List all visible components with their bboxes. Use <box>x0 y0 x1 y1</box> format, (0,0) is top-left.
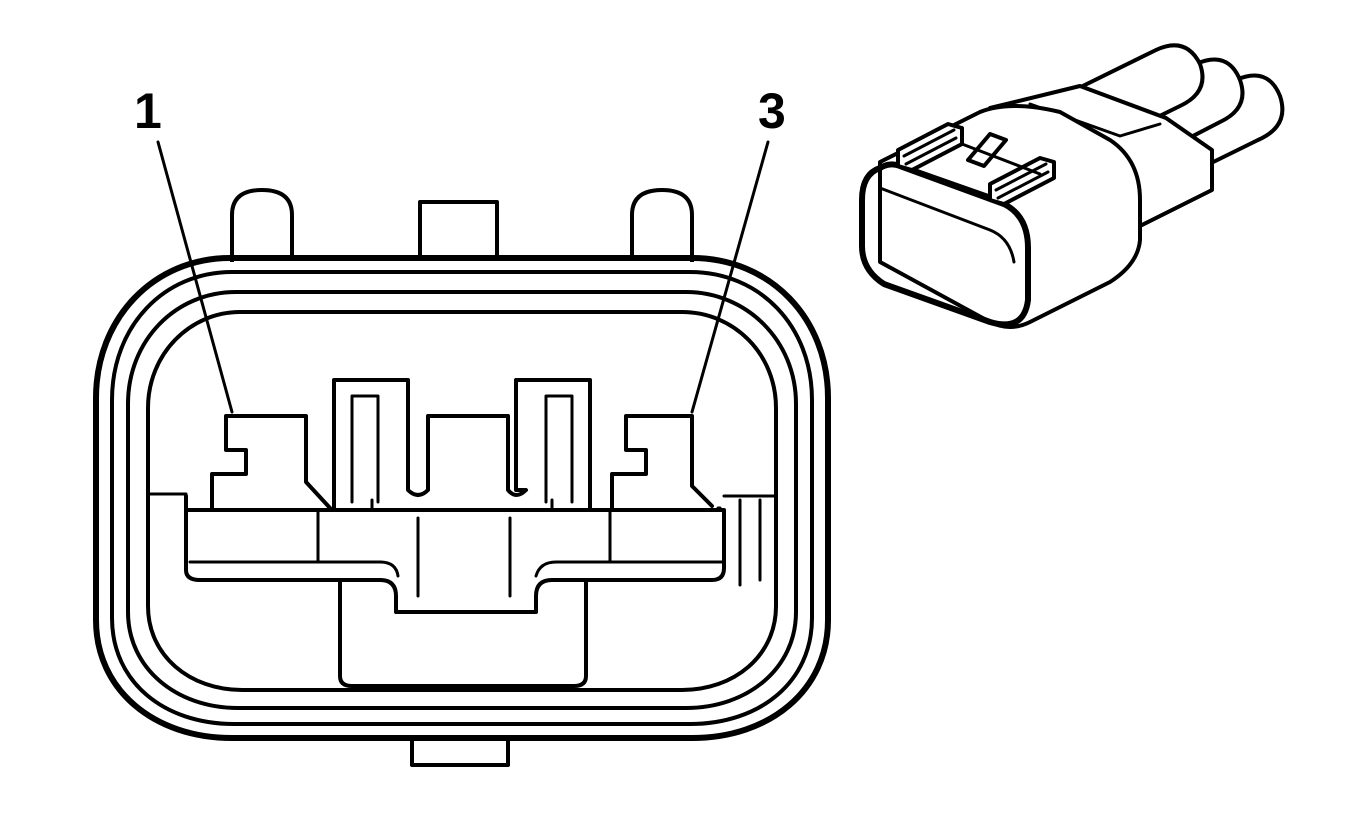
divider-right <box>722 494 778 587</box>
pin-label-3: 3 <box>758 83 786 139</box>
top-left-tab <box>230 188 294 262</box>
leader-line-pin3 <box>690 140 770 414</box>
latch-right <box>544 394 574 510</box>
terminal-carrier-inner <box>188 560 724 578</box>
housing-body <box>878 104 1142 329</box>
leader-line-pin1 <box>156 140 234 414</box>
terminal-carrier <box>184 494 726 614</box>
terminal-pin3 <box>610 414 714 510</box>
connector-face <box>93 188 831 767</box>
connector-isometric <box>859 43 1285 329</box>
top-center-tab <box>418 200 499 258</box>
seal-ring-outer <box>126 290 798 710</box>
seal-ring-inner <box>146 310 778 692</box>
latch-left <box>350 394 380 510</box>
lock-ramp <box>914 142 1042 198</box>
key-slot <box>338 578 588 688</box>
terminal-pin2 <box>332 378 592 510</box>
divider-line <box>148 492 722 510</box>
carrier-dividers <box>316 508 612 598</box>
latch-clip-right-ridge <box>994 162 1050 200</box>
front-face-inner <box>878 186 1016 264</box>
lock-window <box>966 132 1008 168</box>
housing-outer <box>93 255 831 741</box>
bottom-key-tab <box>410 735 510 767</box>
latch-clip-left-ridge <box>902 128 958 166</box>
pin-label-1: 1 <box>134 83 162 139</box>
housing-rim <box>110 270 814 726</box>
terminal-pin1 <box>210 414 332 510</box>
top-right-tab <box>630 188 694 262</box>
